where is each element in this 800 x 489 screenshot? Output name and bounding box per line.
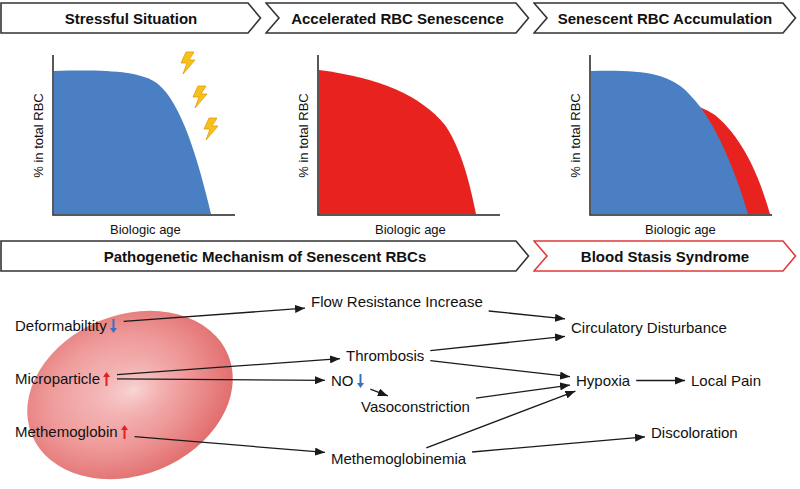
chevron-shape (534, 3, 796, 33)
chevron-shape (266, 3, 529, 33)
mechanism-term: Discoloration (648, 423, 741, 442)
chevron-banner: Pathogenetic Mechanism of Senescent RBCs (0, 240, 530, 272)
mechanism-term: Thrombosis (343, 346, 427, 365)
term-text: Thrombosis (346, 347, 424, 364)
term-text: Hypoxia (576, 372, 630, 389)
mechanism-term: Hypoxia (573, 371, 633, 390)
term-text: Microparticle (15, 370, 100, 387)
lightning-bolt (181, 52, 195, 74)
arrow-head (110, 328, 117, 333)
chevron-shape (1, 241, 529, 271)
increase-arrow (120, 424, 129, 440)
axis-label-y: % in total RBC (568, 93, 583, 178)
red-blood-cell (2, 281, 259, 489)
arrow-shaft (359, 374, 361, 384)
arrow-connector (636, 380, 685, 381)
mechanism-term: Methemoglobin (12, 422, 132, 441)
arrow-head (121, 425, 128, 430)
arrow-connector (476, 385, 570, 398)
term-text: Deformabiltity (15, 317, 107, 334)
banner-title: Pathogenetic Mechanism of Senescent RBCs (104, 248, 427, 265)
term-text: Circulatory Disturbance (571, 319, 727, 336)
arrow-connector (117, 379, 325, 380)
chevron-banner: Senescent RBC Accumulation (533, 2, 797, 34)
term-text: Local Pain (691, 372, 761, 389)
mechanism-term: Flow Resistance Increase (308, 292, 486, 311)
chevron-banner: Accelerated RBC Senescence (265, 2, 530, 34)
mechanism-term: Vasoconstriction (358, 397, 473, 416)
chevron-shape (534, 241, 796, 271)
term-text: Vasoconstriction (361, 398, 470, 415)
arrow-head (103, 372, 110, 377)
age-curve (591, 71, 748, 214)
mechanism-term: Circulatory Disturbance (568, 318, 730, 337)
term-text: Methemoglobin (15, 423, 118, 440)
chevron-shape (1, 3, 261, 33)
chevron-banner: Blood Stasis Syndrome (533, 240, 797, 272)
term-text: NO (331, 372, 354, 389)
chart-axes (318, 55, 500, 215)
arrow-shaft (123, 429, 125, 439)
mechanism-term: NO (328, 371, 368, 390)
axis-label-x: Biologic age (375, 222, 446, 237)
increase-arrow (102, 371, 111, 387)
arrow-connector (472, 437, 645, 452)
term-text: Flow Resistance Increase (311, 293, 483, 310)
axis-label-y: % in total RBC (31, 93, 46, 178)
chart-axes (53, 55, 235, 215)
banner-title: Stressful Situation (65, 10, 198, 27)
cell-body (2, 281, 259, 489)
banner-title: Accelerated RBC Senescence (291, 10, 504, 27)
age-curve (54, 71, 211, 214)
banner-title: Blood Stasis Syndrome (581, 248, 749, 265)
lightning-bolt (193, 86, 207, 108)
mechanism-term: Local Pain (688, 371, 764, 390)
axis-label-y: % in total RBC (296, 93, 311, 178)
decrease-arrow (356, 373, 365, 389)
term-text: Methemoglobinemia (331, 450, 466, 467)
banner-title: Senescent RBC Accumulation (558, 10, 773, 27)
chart-axes (590, 55, 772, 215)
arrow-shaft (112, 319, 114, 329)
arrow-connector (430, 336, 565, 350)
axis-label-x: Biologic age (645, 222, 716, 237)
arrow-head (357, 383, 364, 388)
arrow-connector (135, 437, 325, 453)
chevron-banner: Stressful Situation (0, 2, 262, 34)
lightning-bolt (204, 118, 218, 140)
mechanism-term: Deformabiltity (12, 316, 121, 335)
arrow-connector (370, 389, 388, 396)
axis-label-x: Biologic age (110, 222, 181, 237)
arrow-connector (117, 359, 340, 375)
lightning-bolts (181, 52, 218, 140)
decrease-arrow (109, 318, 118, 334)
arrow-shaft (106, 376, 108, 386)
arrow-connector (430, 361, 570, 377)
arrow-connector (124, 308, 305, 321)
term-text: Discoloration (651, 424, 738, 441)
mechanism-term: Methemoglobinemia (328, 449, 469, 468)
age-curve (319, 70, 476, 214)
arrow-connector (489, 311, 565, 319)
mechanism-term: Microparticle (12, 369, 114, 388)
